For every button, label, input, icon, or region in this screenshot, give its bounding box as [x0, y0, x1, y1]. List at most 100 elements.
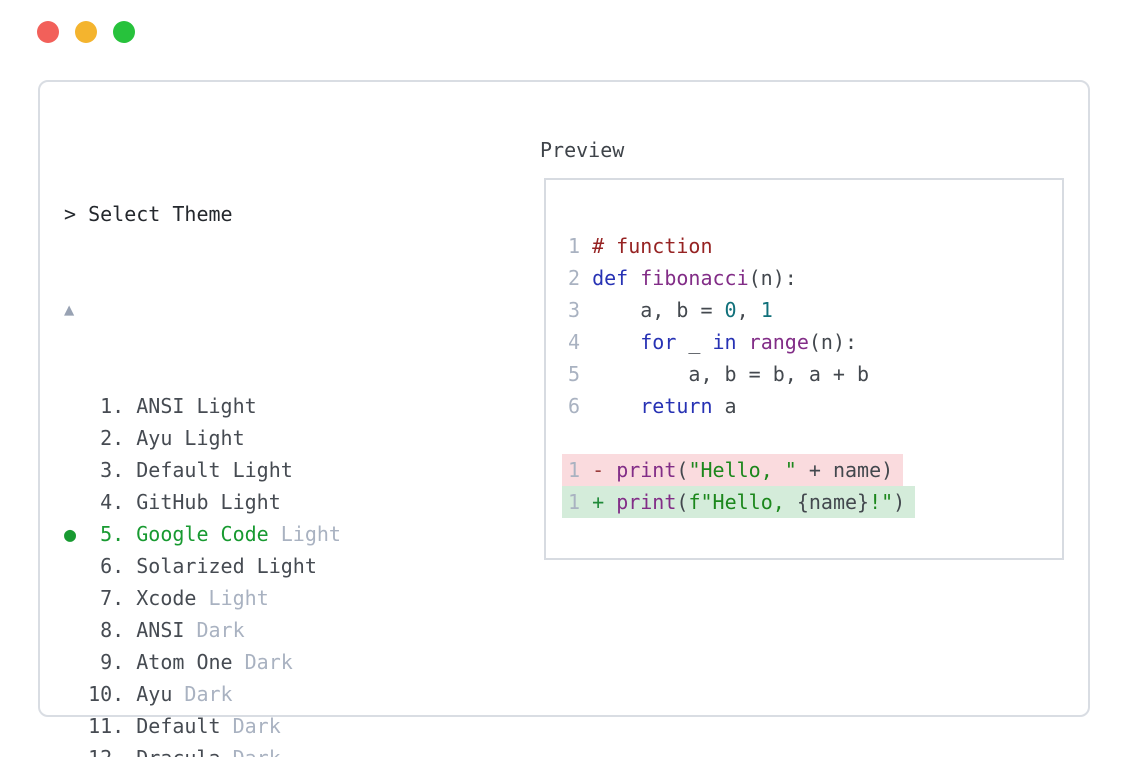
item-number: 9. — [88, 650, 137, 674]
token: # function — [592, 234, 713, 258]
token: _ — [676, 330, 713, 354]
token: print — [616, 458, 677, 482]
preview-label: Preview — [540, 138, 625, 162]
line-number: 6 — [568, 394, 593, 418]
line-number: 1 — [568, 490, 593, 514]
item-number: 3. — [88, 458, 137, 482]
theme-item-github-light[interactable]: 4. GitHub Light — [64, 486, 774, 518]
item-name: ANSI Light — [136, 394, 257, 418]
blank-line — [568, 422, 1062, 454]
item-prefix — [64, 714, 88, 738]
line-number: 5 — [568, 362, 593, 386]
item-prefix — [64, 490, 88, 514]
token — [737, 330, 749, 354]
item-number: 1. — [88, 394, 137, 418]
theme-picker-dialog: > Select Theme ▲ 1. ANSI Light 2. Ayu Li… — [38, 80, 1090, 757]
item-suffix: Light — [196, 586, 269, 610]
item-prefix — [64, 746, 88, 757]
token: !" — [869, 490, 894, 514]
line-number: 3 — [568, 298, 593, 322]
theme-picker: > Select Theme ▲ 1. ANSI Light 2. Ayu Li… — [64, 134, 774, 757]
item-name: Dracula — [136, 746, 220, 757]
token: fibonacci — [640, 266, 749, 290]
picker-prompt: > Select Theme — [64, 202, 233, 226]
theme-item-ayu-light[interactable]: 2. Ayu Light — [64, 422, 774, 454]
item-number: 4. — [88, 490, 137, 514]
maximize-button[interactable] — [113, 21, 135, 43]
line-number: 4 — [568, 330, 593, 354]
theme-item-xcode[interactable]: 7. Xcode Light — [64, 582, 774, 614]
theme-item-dracula[interactable]: 12. Dracula Dark — [64, 742, 774, 757]
minimize-button[interactable] — [75, 21, 97, 43]
item-prefix — [64, 426, 88, 450]
item-name: Google Code — [136, 522, 269, 546]
diff-line-added: 1 + print(f"Hello, {name}!") — [562, 486, 1062, 518]
token: , — [736, 298, 761, 322]
token: for — [640, 330, 677, 354]
code-line: 3 a, b = 0, 1 — [568, 294, 1062, 326]
token: "Hello, " — [688, 458, 797, 482]
item-suffix: Dark — [184, 618, 245, 642]
diff-highlight-added: 1 + print(f"Hello, {name}!") — [562, 486, 916, 518]
theme-item-default-light[interactable]: 3. Default Light — [64, 454, 774, 486]
theme-item-solarized-light[interactable]: 6. Solarized Light — [64, 550, 774, 582]
item-number: 6. — [88, 554, 137, 578]
scroll-up-icon[interactable]: ▲ — [64, 300, 75, 320]
token — [592, 330, 640, 354]
item-name: ANSI — [136, 618, 185, 642]
theme-item-ansi[interactable]: 8. ANSI Dark — [64, 614, 774, 646]
token: a — [712, 394, 737, 418]
line-number: 2 — [568, 266, 593, 290]
item-name: Xcode — [136, 586, 197, 610]
token: ( — [676, 490, 689, 514]
item-prefix — [64, 554, 88, 578]
theme-item-google-code[interactable]: ● 5. Google Code Light — [64, 518, 774, 550]
token — [628, 266, 640, 290]
item-name: Ayu — [136, 682, 173, 706]
theme-item-ayu[interactable]: 10. Ayu Dark — [64, 678, 774, 710]
token: + name) — [796, 458, 894, 482]
theme-item-atom-one[interactable]: 9. Atom One Dark — [64, 646, 774, 678]
token: a, b = b, a + b — [592, 362, 870, 386]
token: print — [616, 490, 677, 514]
theme-item-ansi-light[interactable]: 1. ANSI Light — [64, 390, 774, 422]
item-name: Atom One — [136, 650, 233, 674]
item-name: GitHub Light — [136, 490, 281, 514]
token: (n): — [748, 266, 797, 290]
code-line: 1 # function — [568, 230, 1062, 262]
window-controls — [37, 21, 135, 43]
item-number: 10. — [88, 682, 137, 706]
diff-highlight-removed: 1 - print("Hello, " + name) — [562, 454, 904, 486]
token: range — [748, 330, 809, 354]
diff-sign: - — [592, 458, 617, 482]
theme-item-default[interactable]: 11. Default Dark — [64, 710, 774, 742]
item-number: 12. — [88, 746, 136, 757]
theme-list: 1. ANSI Light 2. Ayu Light 3. Default Li… — [64, 390, 774, 757]
item-name: Solarized Light — [136, 554, 317, 578]
item-prefix — [64, 682, 88, 706]
token: (n): — [808, 330, 858, 354]
item-suffix: Dark — [220, 714, 281, 738]
code-line: 2 def fibonacci(n): — [568, 262, 1062, 294]
line-number: 1 — [568, 234, 593, 258]
item-number: 2. — [88, 426, 137, 450]
item-number: 11. — [88, 714, 137, 738]
line-number: 1 — [568, 458, 593, 482]
diff-line-removed: 1 - print("Hello, " + name) — [562, 454, 1062, 486]
item-number: 8. — [88, 618, 137, 642]
item-suffix: Light — [268, 522, 341, 546]
code-line: 5 a, b = b, a + b — [568, 358, 1062, 390]
item-name: Default — [136, 714, 221, 738]
item-name: Default Light — [136, 458, 293, 482]
close-button[interactable] — [37, 21, 59, 43]
token: f"Hello, — [688, 490, 797, 514]
item-name: Ayu Light — [136, 426, 245, 450]
token: def — [592, 266, 629, 290]
code-line: 4 for _ in range(n): — [568, 326, 1062, 358]
token: ) — [893, 490, 906, 514]
item-suffix: Dark — [221, 746, 281, 757]
token: {name} — [796, 490, 870, 514]
